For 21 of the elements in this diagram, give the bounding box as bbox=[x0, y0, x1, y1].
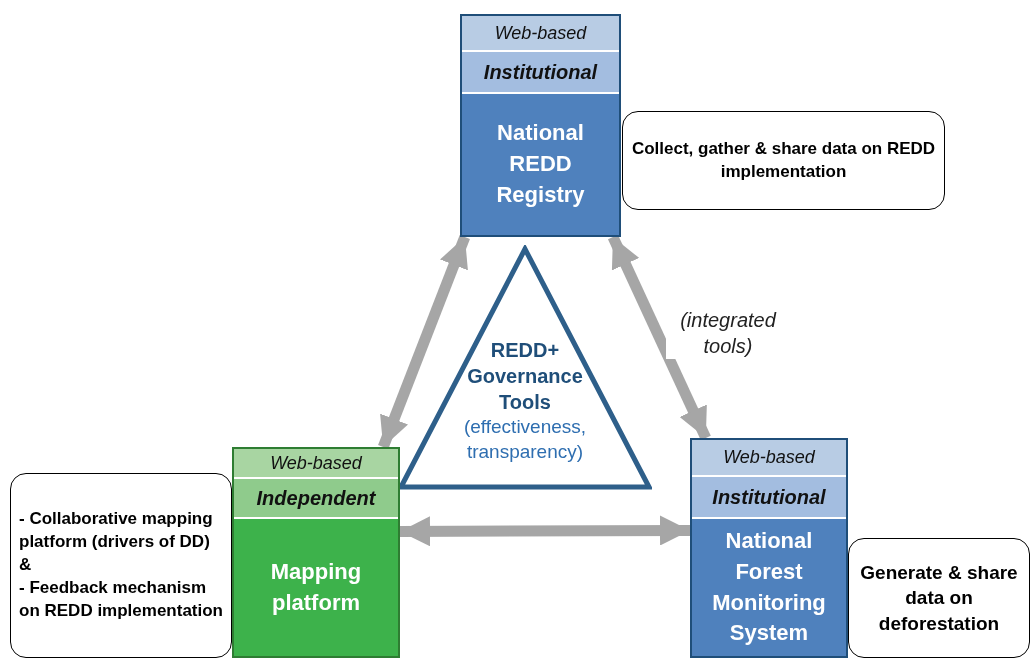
ownership-band: Independent bbox=[234, 479, 398, 519]
description-callout: Generate & share data on deforestation bbox=[848, 538, 1030, 658]
platform-type-band: Web-based bbox=[462, 16, 619, 52]
governance-triangle bbox=[398, 245, 652, 490]
platform-type-band: Web-based bbox=[692, 440, 846, 477]
system-name-panel: National REDD Registry bbox=[462, 94, 619, 235]
system-name-panel: Mapping platform bbox=[234, 519, 398, 656]
system-column bbox=[460, 14, 621, 237]
description-callout: Collect, gather & share data on REDD implementation bbox=[622, 111, 945, 210]
description-callout: - Collaborative mapping platform (drivers of DD) & - Feedback mechanism on REDD implementation bbox=[10, 473, 232, 658]
platform-type-band: Web-based bbox=[234, 449, 398, 479]
double-arrow bbox=[607, 234, 711, 441]
ownership-band: Institutional bbox=[462, 52, 619, 94]
title-label: REDD+ Governance Tools bbox=[466, 338, 584, 415]
system-column bbox=[232, 447, 400, 658]
subtitle-label: (effectiveness, transparency) bbox=[462, 415, 588, 464]
ownership-band: Institutional bbox=[692, 477, 846, 519]
system-name-panel: National Forest Monitoring System bbox=[692, 519, 846, 656]
system-column bbox=[690, 438, 848, 658]
double-arrow bbox=[400, 515, 690, 547]
double-arrow bbox=[378, 235, 470, 449]
